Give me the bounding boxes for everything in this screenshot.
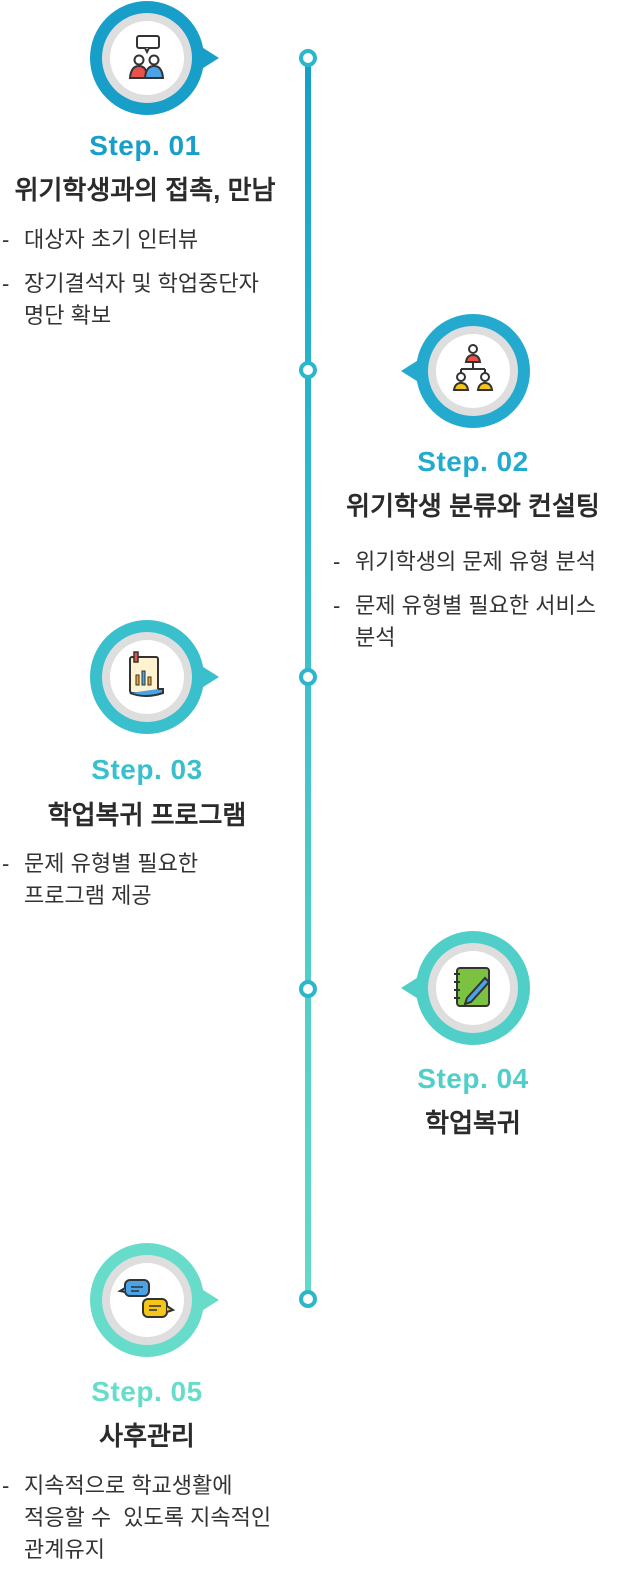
bullet-dash: - [2, 271, 10, 296]
meeting-people-icon [128, 35, 165, 79]
step-5-bullet-1: - 지속적으로 학교생활에 적응할 수 있도록 지속적인 관계유지 [2, 1470, 322, 1566]
bullet-text: 장기결석자 및 학업중단자 [24, 271, 259, 296]
report-chart-icon [129, 651, 164, 697]
step-1-bullet-1: - 대상자 초기 인터뷰 [2, 224, 302, 256]
step-3-title: 학업복귀 프로그램 [47, 800, 247, 830]
step-5-badge [85, 1242, 235, 1362]
step-4-title: 학업복귀 [425, 1108, 521, 1138]
step-2-bullet-2: - 문제 유형별 필요한 서비스 분석 [333, 590, 633, 654]
timeline-dot-1 [299, 49, 317, 67]
step-4-badge [397, 930, 547, 1050]
step-2-badge [397, 313, 547, 433]
step-1-bullet-2: - 장기결석자 및 학업중단자 명단 확보 [2, 268, 302, 332]
bullet-text: 분석 [355, 625, 396, 650]
step-1-badge-ring [90, 1, 219, 115]
bullet-dash: - [333, 593, 341, 618]
step-1-bullets: - 대상자 초기 인터뷰 - 장기결석자 및 학업중단자 명단 확보 [2, 224, 302, 344]
step-3-bullets: - 문제 유형별 필요한 프로그램 제공 [2, 848, 302, 924]
bullet-text: 프로그램 제공 [24, 883, 152, 908]
chat-bubbles-icon [117, 1279, 176, 1318]
notebook-pen-icon [454, 967, 491, 1007]
step-3-badge [85, 619, 235, 739]
timeline-dot-5 [299, 1290, 317, 1308]
step-5-label: Step. 05 [91, 1376, 203, 1407]
bullet-text: 관계유지 [24, 1537, 105, 1562]
step-3-bullet-1: - 문제 유형별 필요한 프로그램 제공 [2, 848, 302, 912]
step-2-label: Step. 02 [417, 446, 529, 477]
bullet-text: 명단 확보 [24, 303, 112, 328]
bullet-text: 문제 유형별 필요한 [24, 851, 199, 876]
org-chart-people-icon [452, 344, 494, 391]
step-1-badge [85, 0, 235, 120]
step-1-label: Step. 01 [89, 130, 201, 161]
bullet-dash: - [333, 549, 341, 574]
step-2-title: 위기학생 분류와 컨설팅 [346, 491, 600, 521]
timeline-dot-2 [299, 361, 317, 379]
bullet-text: 적응할 수 있도록 지속적인 [24, 1505, 272, 1530]
bullet-dash: - [2, 851, 10, 876]
bullet-text: 지속적으로 학교생활에 [24, 1473, 233, 1498]
bullet-text: 위기학생의 문제 유형 분석 [355, 549, 596, 574]
step-4-label: Step. 04 [417, 1063, 529, 1094]
step-5-bullets: - 지속적으로 학교생활에 적응할 수 있도록 지속적인 관계유지 [2, 1470, 322, 1578]
timeline-dot-3 [299, 668, 317, 686]
timeline-dot-4 [299, 980, 317, 998]
step-2-bullets: - 위기학생의 문제 유형 분석 - 문제 유형별 필요한 서비스 분석 [333, 546, 633, 666]
bullet-text: 대상자 초기 인터뷰 [24, 227, 199, 252]
bullet-text: 문제 유형별 필요한 서비스 [355, 593, 596, 618]
step-3-label: Step. 03 [91, 754, 203, 785]
step-5-title: 사후관리 [99, 1421, 195, 1451]
bullet-dash: - [2, 1473, 10, 1498]
bullet-dash: - [2, 227, 10, 252]
step-2-bullet-1: - 위기학생의 문제 유형 분석 [333, 546, 633, 578]
step-1-title: 위기학생과의 접촉, 만남 [14, 175, 276, 205]
